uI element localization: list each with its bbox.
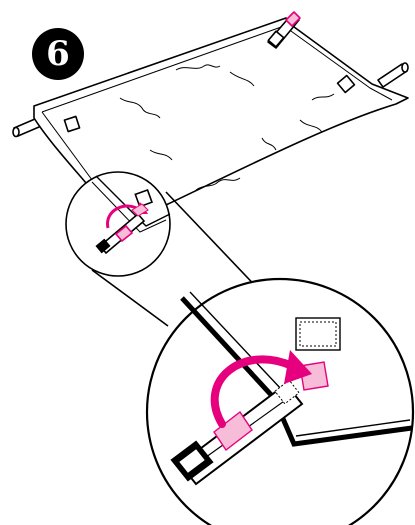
- hook-loop-square: [64, 116, 79, 131]
- hook-loop-square: [296, 318, 340, 350]
- detail-circle-large: [147, 279, 413, 525]
- right-pole: [378, 63, 408, 87]
- detail-circle-small: [66, 172, 170, 276]
